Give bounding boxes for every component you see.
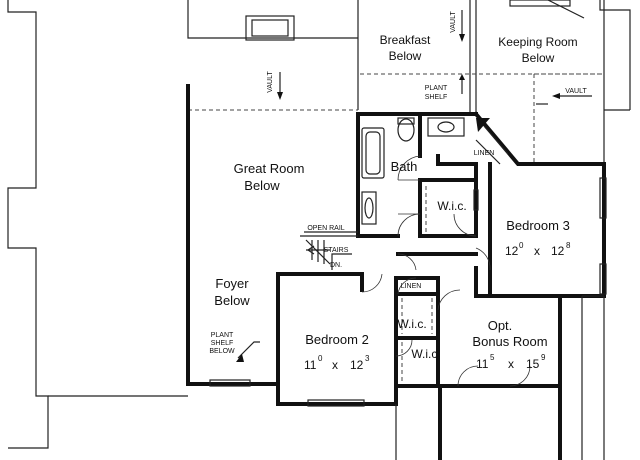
upper-right-below-area [357, 0, 605, 164]
windows [209, 177, 607, 407]
bonus-width-inches: 5 [490, 353, 495, 362]
foyer-label-1: Foyer [215, 276, 249, 291]
breakfast-label-1: Breakfast [380, 33, 431, 47]
bonus-length: 15 [526, 357, 540, 371]
bedroom2-dims: 11 0 x 12 3 [304, 354, 370, 372]
vault-note-left: VAULT [267, 71, 274, 93]
vault-note-top: VAULT [450, 11, 457, 33]
bedroom3-width: 12 [505, 244, 519, 258]
bedroom2-times: x [332, 358, 338, 372]
bedroom3-dims: 12 0 x 12 8 [505, 241, 571, 258]
closet-shelves [401, 186, 433, 382]
plant-shelf-below-3: BELOW [209, 348, 235, 355]
vault-note-right: VAULT [565, 88, 587, 95]
plant-shelf-top-1: PLANT [425, 85, 448, 92]
keeping-room-label-2: Below [522, 51, 555, 65]
linen-label-top: LINEN [474, 150, 495, 157]
bedroom2-name: Bedroom 2 [305, 332, 369, 347]
plant-shelf-below-2: SHELF [211, 340, 234, 347]
wic-label-low: W.i.c. [411, 347, 440, 361]
great-room-label-2: Below [244, 178, 280, 193]
linen-label-mid: LINEN [401, 283, 422, 290]
bath-fixtures [361, 117, 465, 225]
labels: Breakfast Below Keeping Room Below Great… [209, 11, 587, 372]
bonus-length-inches: 9 [541, 353, 546, 362]
great-room-label-1: Great Room [234, 161, 305, 176]
plant-shelf-below-1: PLANT [211, 332, 234, 339]
stairs-note: STAIRS [324, 247, 349, 254]
plant-shelf-top-2: SHELF [425, 94, 448, 101]
wic-label-mid: W.i.c. [397, 317, 426, 331]
bonus-room-label-2: Bonus Room [472, 334, 547, 349]
wic-label-top: W.i.c. [437, 199, 466, 213]
bedroom3-length-inches: 8 [566, 241, 571, 250]
bedroom2-length-inches: 3 [365, 354, 370, 363]
bonus-room-lower [395, 295, 605, 460]
bedroom2-width: 11 [304, 358, 317, 372]
bedroom3-times: x [534, 244, 540, 258]
bonus-times: x [508, 357, 514, 371]
breakfast-label-2: Below [389, 49, 422, 63]
bonus-width: 11 [476, 357, 489, 371]
bonus-room-label-1: Opt. [488, 318, 513, 333]
bedroom3-length: 12 [551, 244, 565, 258]
foyer-label-2: Below [214, 293, 250, 308]
bonus-room-dims: 11 5 x 15 9 [476, 353, 546, 371]
heavy-walls [186, 84, 606, 460]
open-rail-note: OPEN RAIL [307, 225, 344, 232]
bedroom3-name: Bedroom 3 [506, 218, 570, 233]
door-swings [361, 213, 531, 387]
vault-arrows [236, 10, 592, 362]
linen-closet-top [475, 118, 509, 165]
bedroom2-width-inches: 0 [318, 354, 323, 363]
stairs-down-note: DN. [330, 262, 342, 269]
bedroom3-width-inches: 0 [519, 241, 524, 250]
bath-label: Bath [391, 159, 418, 174]
bedroom2-length: 12 [350, 358, 364, 372]
lower-level-outline [7, 0, 631, 449]
stairs [300, 231, 358, 270]
keeping-room-label-1: Keeping Room [498, 35, 577, 49]
